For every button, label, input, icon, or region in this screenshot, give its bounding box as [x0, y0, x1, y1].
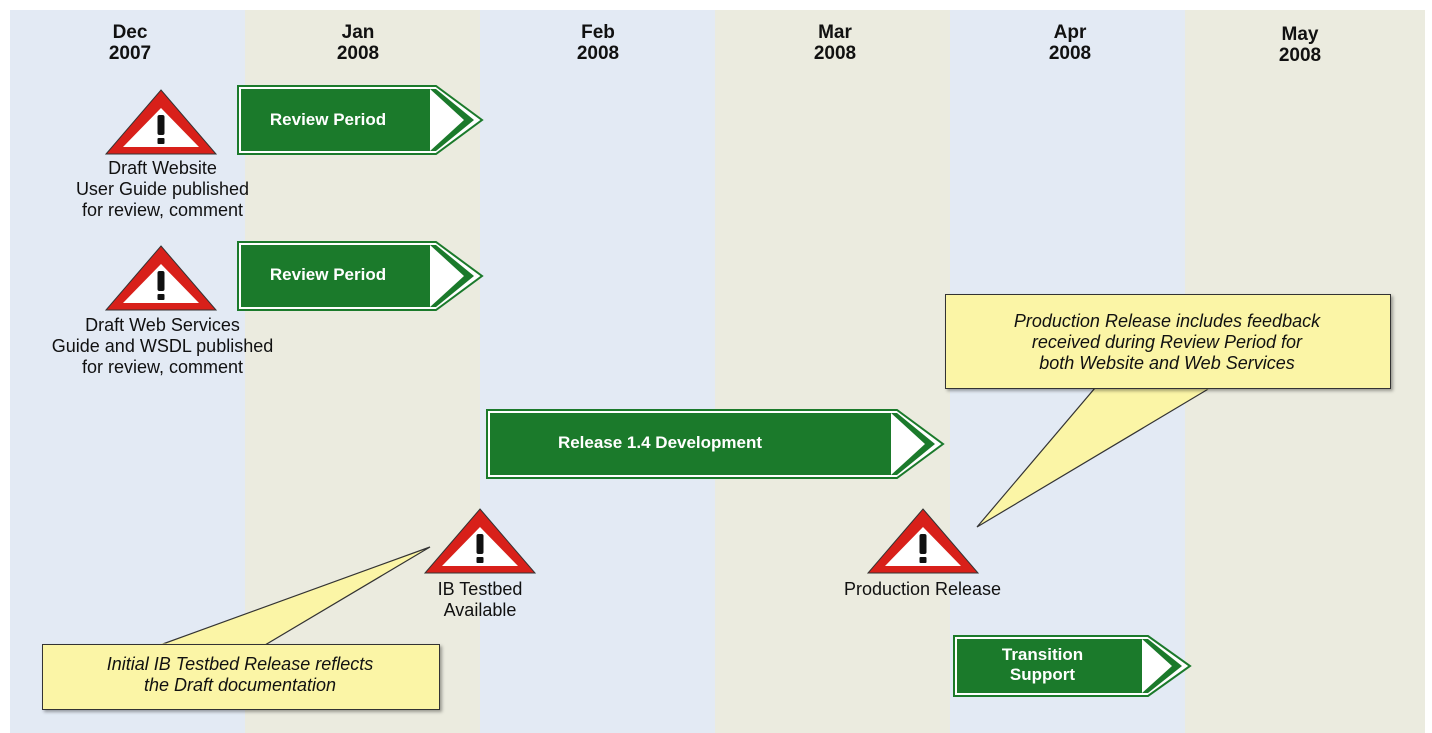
- warning-icon: [423, 508, 537, 574]
- milestone-label-production-release: Production Release: [843, 579, 1002, 599]
- testbed-callout-box: [42, 644, 440, 710]
- phase-arrow-review-2: [237, 241, 484, 311]
- month-column-feb: [480, 10, 715, 733]
- month-column-mar: [715, 10, 950, 733]
- warning-icon: [104, 89, 218, 155]
- production-callout-tail: [976, 387, 1213, 528]
- phase-label-review-2: Review Period: [269, 265, 387, 284]
- warning-icon: [866, 508, 980, 574]
- month-header-mar: Mar 2008: [813, 22, 857, 64]
- warning-icon: [104, 245, 218, 311]
- milestone-label-ib-testbed: IB Testbed Available: [437, 579, 523, 620]
- testbed-callout-text: Initial IB Testbed Release reflects the …: [106, 654, 374, 695]
- month-header-dec: Dec 2007: [108, 22, 152, 64]
- month-header-feb: Feb 2008: [576, 22, 620, 64]
- month-header-apr: Apr 2008: [1048, 22, 1092, 64]
- phase-label-review-1: Review Period: [269, 110, 387, 129]
- phase-label-release-dev: Release 1.4 Development: [557, 433, 763, 452]
- phase-arrow-transition: [953, 635, 1192, 697]
- phase-arrow-review-1: [237, 85, 484, 155]
- milestone-label-draft-website: Draft Website User Guide published for r…: [75, 158, 250, 220]
- production-callout-box: [945, 294, 1391, 389]
- phase-arrow-release-dev: [486, 409, 945, 479]
- production-callout-text: Production Release includes feedback rec…: [1013, 311, 1321, 373]
- month-header-may: May 2008: [1278, 24, 1322, 66]
- testbed-callout-tail: [159, 546, 431, 646]
- milestone-label-draft-web-services: Draft Web Services Guide and WSDL publis…: [51, 315, 274, 377]
- month-header-jan: Jan 2008: [336, 22, 380, 64]
- phase-label-transition: Transition Support: [1001, 645, 1084, 684]
